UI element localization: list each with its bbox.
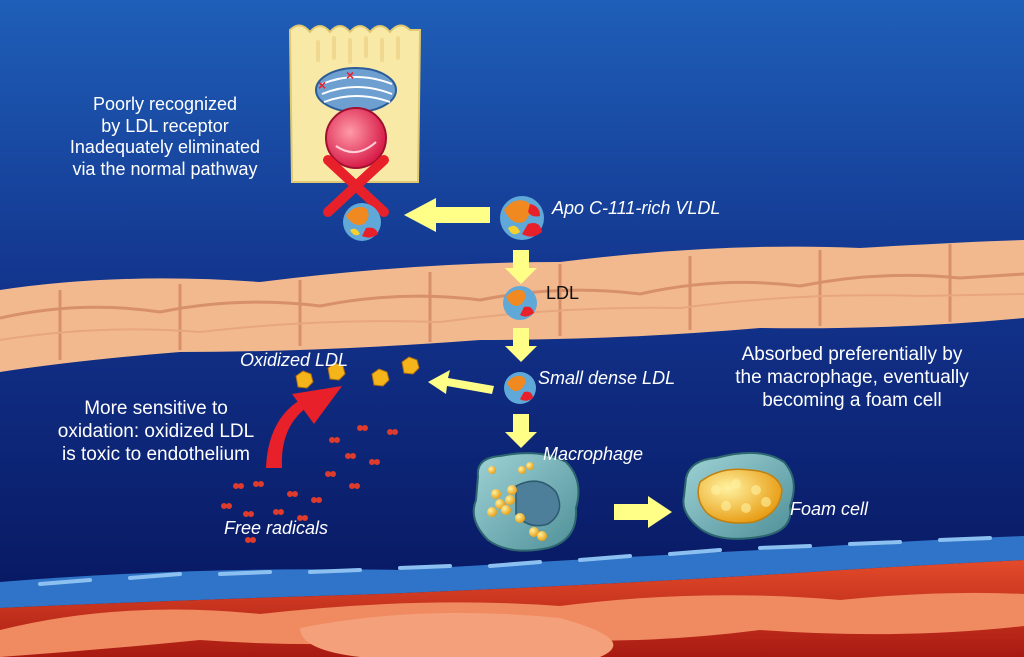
vldl-particle-at-liver [343, 203, 381, 241]
oxidation-note-line-2: oxidation: oxidized LDL [57, 420, 255, 442]
free-radicals-dots [221, 425, 398, 543]
liver-note-line-4: via the normal pathway [72, 158, 258, 179]
oxidation-note: More sensitive to oxidation: oxidized LD… [26, 398, 286, 466]
arrow-ldl-to-small-dense-ldl [505, 328, 537, 362]
small-dense-ldl-particle [504, 372, 536, 404]
macrophage-label: Macrophage [543, 444, 644, 464]
vldl-particle [500, 196, 544, 240]
liver-note: Poorly recognized by LDL receptor Inadeq… [40, 94, 290, 180]
ldl-particle [503, 286, 537, 320]
small-dense-ldl-label: Small dense LDL [538, 368, 676, 388]
macrophage-note-line-1: Absorbed preferentially by [741, 344, 963, 365]
macrophage-note-line-3: becoming a foam cell [762, 389, 942, 411]
blocked-pathway-cross-icon [323, 155, 389, 217]
arrow-vldl-to-liver [404, 198, 490, 232]
oxidized-ldl-particles [295, 356, 420, 389]
oxidation-note-line-3: is toxic to endothelium [62, 443, 250, 465]
arrow-to-foam-cell [614, 496, 672, 528]
oxidation-note-line-1: More sensitive to [84, 398, 228, 419]
liver-cell: × × [288, 24, 422, 183]
macrophage-note-line-2: the macrophage, eventually [735, 366, 969, 388]
liver-note-line-2: by LDL receptor [101, 115, 229, 136]
foam-cell [682, 451, 795, 540]
liver-note-line-1: Poorly recognized [92, 94, 238, 114]
macrophage-note: Absorbed preferentially by the macrophag… [702, 344, 1002, 412]
ldl-label: LDL [546, 283, 580, 303]
arrow-to-oxidized-ldl [428, 370, 494, 394]
free-radicals-label: Free radicals [224, 518, 329, 538]
basal-layer [0, 536, 1024, 608]
arrow-to-macrophage [505, 414, 537, 448]
smooth-muscle-layer [0, 560, 1024, 657]
macrophage-cell [472, 452, 580, 552]
svg-text:×: × [318, 77, 326, 93]
arrow-vldl-to-ldl [505, 250, 537, 284]
vldl-label: Apo C-111-rich VLDL [552, 198, 721, 218]
svg-text:×: × [346, 67, 354, 83]
foam-cell-label: Foam cell [790, 499, 869, 519]
liver-note-line-3: Inadequately eliminated [69, 137, 261, 158]
oxidized-ldl-label: Oxidized LDL [240, 350, 349, 370]
oxidation-arrow [266, 386, 342, 468]
